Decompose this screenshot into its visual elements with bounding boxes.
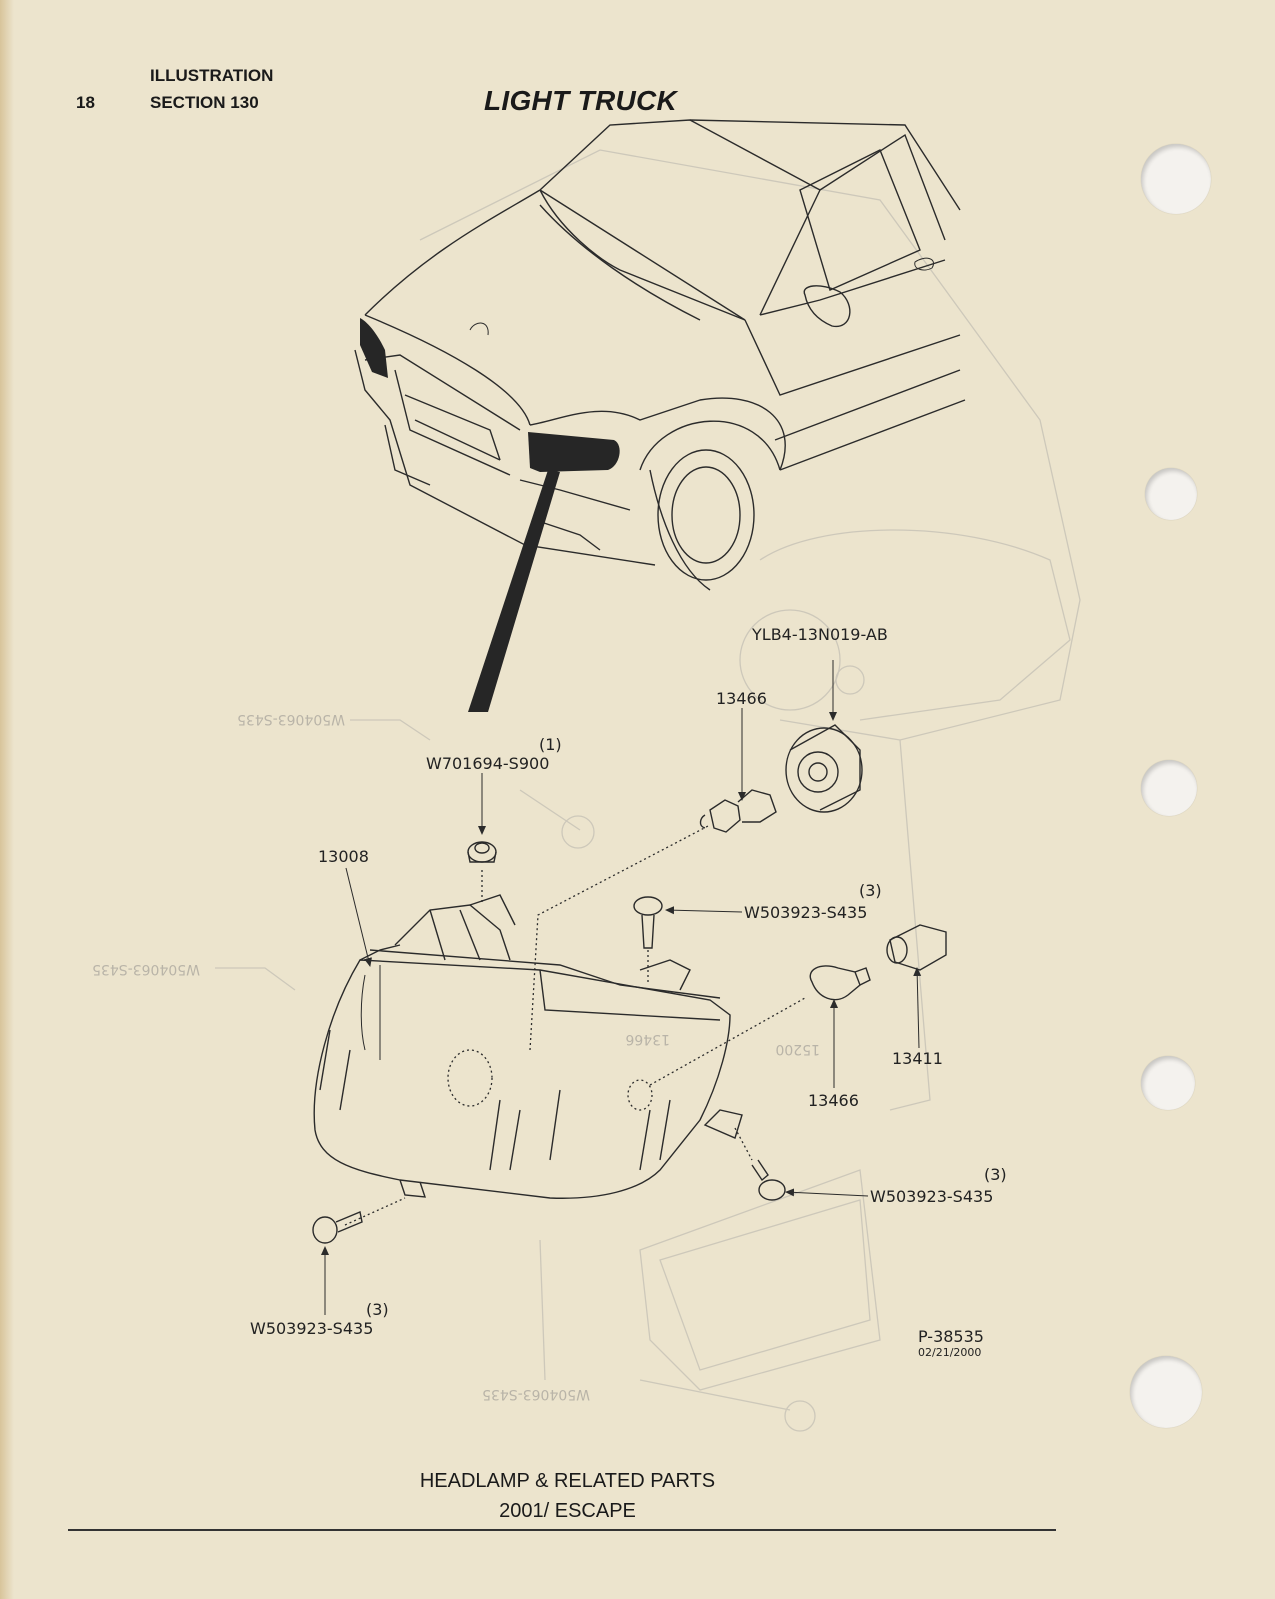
figure-number: P-38535 (918, 1327, 984, 1346)
bleed-through-artwork: W504063-S435 W504063-S435 W504063-S435 1… (92, 149, 1081, 1432)
callout-13411: 13411 (892, 1049, 943, 1068)
binder-hole (1145, 468, 1197, 520)
parking-bulb-13466 (809, 965, 871, 1001)
callout-13466-parking-bulb: 13466 (808, 1091, 859, 1110)
callout-labels: YLB4-13N019-AB 13466 (1) W701694-S900 13… (250, 625, 1007, 1359)
page-number: 18 (76, 93, 95, 112)
section-label: ILLUSTRATION (150, 66, 274, 85)
callout-w701694-s900: W701694-S900 (426, 754, 549, 773)
footer-rule (68, 1529, 1056, 1531)
leader-lines (321, 660, 922, 1315)
screw-upper (633, 896, 663, 949)
vehicle-illustration (354, 119, 966, 712)
svg-text:W504063-S435: W504063-S435 (92, 961, 200, 977)
caption-title: HEADLAMP & RELATED PARTS (419, 1470, 716, 1492)
screw-left (312, 1211, 363, 1244)
callout-w503923-left: W503923-S435 (250, 1319, 373, 1338)
page-title: LIGHT TRUCK (484, 85, 678, 116)
headlamp-bulb-13466 (699, 789, 777, 833)
callout-13008: 13008 (318, 847, 369, 866)
bulb-socket-ylb4 (785, 724, 863, 813)
page-edge (0, 0, 14, 1599)
assembly-lines (344, 824, 806, 1226)
callout-w503923-upper-qty: (3) (859, 881, 882, 900)
nut-w701694 (467, 841, 497, 863)
headlamp-assembly (313, 894, 743, 1199)
callout-w503923-right: W503923-S435 (870, 1187, 993, 1206)
svg-text:15200: 15200 (775, 1041, 820, 1057)
svg-text:13466: 13466 (625, 1031, 670, 1047)
binder-hole (1141, 1056, 1195, 1110)
callout-w701694-qty: (1) (539, 735, 562, 754)
svg-text:W504063-S435: W504063-S435 (237, 711, 345, 727)
callout-13466-headlamp-bulb: 13466 (716, 689, 767, 708)
callout-w503923-left-qty: (3) (366, 1300, 389, 1319)
svg-text:W504063-S435: W504063-S435 (482, 1386, 590, 1402)
screw-right (751, 1159, 786, 1201)
binder-hole (1141, 144, 1211, 214)
binder-hole (1141, 760, 1197, 816)
binder-hole (1130, 1356, 1202, 1428)
socket-13411 (886, 924, 947, 971)
figure-date: 02/21/2000 (918, 1346, 981, 1359)
callout-w503923-right-qty: (3) (984, 1165, 1007, 1184)
caption-model: 2001/ ESCAPE (499, 1500, 636, 1522)
callout-ylb4-13n019-ab: YLB4-13N019-AB (751, 625, 888, 644)
callout-w503923-upper: W503923-S435 (744, 903, 867, 922)
section-number: SECTION 130 (150, 93, 259, 112)
